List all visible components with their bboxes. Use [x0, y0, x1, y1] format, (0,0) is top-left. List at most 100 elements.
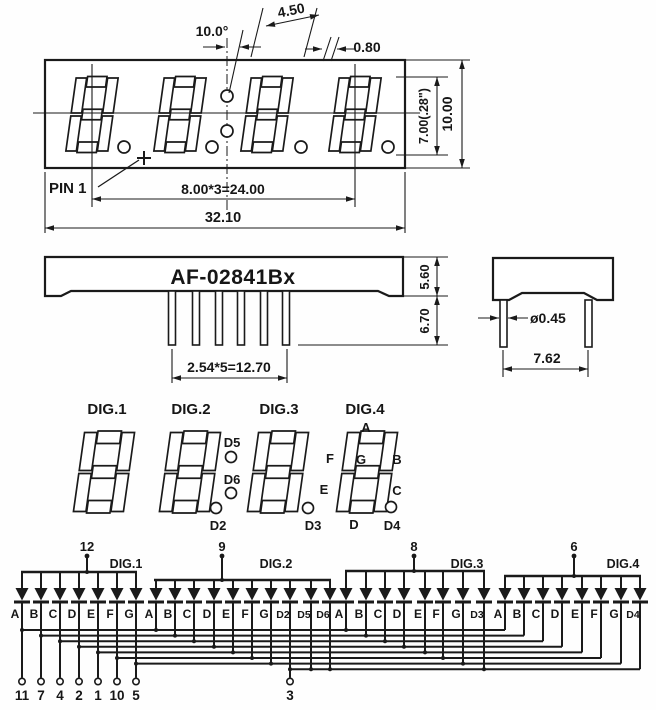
diode-triangle — [207, 588, 221, 601]
colon-dot-d5 — [224, 450, 238, 464]
diode-triangle — [226, 588, 240, 601]
dim-line-package-height-head-b — [459, 159, 465, 168]
segment-c — [271, 115, 289, 152]
angle-arrow-left-head — [216, 44, 225, 50]
schematic-digit-label-3: DIG.3 — [451, 557, 484, 571]
junction-dot — [58, 639, 62, 644]
segwidth-arrow-left-head — [313, 46, 322, 52]
end-view: ø0.457.62 — [478, 256, 615, 377]
junction-dot — [344, 628, 348, 632]
dim-row-spacing: 7.62 — [533, 350, 560, 366]
junction-dot — [115, 656, 119, 660]
segment-d — [250, 141, 274, 154]
dig4-segment-letter: C — [392, 483, 402, 498]
decimal-dot-d2 — [209, 501, 223, 515]
junction-dot — [192, 639, 196, 644]
side-body-outline — [43, 255, 405, 298]
diode-triangle — [614, 588, 628, 601]
junction-dot — [364, 633, 368, 638]
segment-d — [259, 499, 287, 514]
side-lead-2 — [191, 290, 201, 346]
diode-label: D3 — [470, 609, 484, 621]
side-lead-3 — [214, 290, 224, 346]
diode-label: F — [432, 607, 439, 621]
diagram-digit-4 — [335, 430, 399, 514]
junction-dot — [423, 650, 427, 655]
diode-label: C — [374, 607, 383, 621]
junction-dot — [77, 644, 81, 649]
junction-dot — [154, 628, 158, 632]
segment-f — [78, 431, 99, 472]
face-dp-dot-1 — [117, 140, 131, 154]
diode-label: F — [106, 607, 113, 621]
lead-dia-arrow-right-head — [508, 315, 517, 321]
decimal-dot-d4 — [384, 500, 398, 514]
segment-d — [75, 141, 99, 154]
segment-pin-terminal-5 — [113, 677, 122, 686]
dim-line-overall-width-head-l — [45, 225, 54, 231]
segment-a — [95, 430, 123, 445]
junction-dot — [231, 650, 235, 655]
dim-line-lead-pitch-head-l — [172, 375, 181, 381]
segment-pin-terminal-0 — [17, 677, 26, 686]
segment-e — [158, 472, 179, 513]
diode-triangle — [245, 588, 259, 601]
diode-triangle — [517, 588, 531, 601]
diode-label: E — [571, 607, 579, 621]
diode-triangle — [339, 588, 353, 601]
diode-triangle — [436, 588, 450, 601]
diode-label: C — [183, 607, 192, 621]
diode-triangle — [91, 588, 105, 601]
segment-pin-terminal-7 — [285, 677, 294, 686]
dim-digit-height: 7.00(.28") — [417, 88, 431, 144]
diode-triangle — [264, 588, 278, 601]
diode-label: A — [335, 607, 344, 621]
dim-line-digit-width — [265, 14, 320, 27]
common-pin-number-1: 12 — [80, 539, 94, 554]
dim-digit-width-head-r — [309, 14, 319, 20]
diode-label: B — [355, 607, 364, 621]
dim-line-digit-pitch-head-r — [346, 196, 355, 202]
segment-e — [239, 115, 258, 152]
diode-label: E — [414, 607, 422, 621]
diode-triangle — [477, 588, 491, 601]
segment-d — [163, 141, 187, 154]
face-digit-2 — [152, 75, 208, 154]
decimal-dot-d3 — [301, 501, 315, 515]
junction-dot — [482, 667, 486, 672]
segment-b — [201, 431, 222, 472]
face-colon-dot-lower — [220, 124, 234, 138]
diode-triangle — [575, 588, 589, 601]
dim-line-lead-pitch-head-r — [278, 375, 287, 381]
segment-d — [171, 499, 199, 514]
diode-label: D6 — [316, 609, 330, 621]
segment-d — [338, 141, 362, 154]
seg-edge-line — [330, 36, 340, 62]
diode-label: F — [590, 607, 597, 621]
junction-dot — [96, 650, 100, 655]
dim-line-row-spacing-head-r — [579, 366, 588, 372]
end-body-outline — [491, 256, 615, 302]
dim-body-thickness: 5.60 — [417, 264, 432, 289]
end-lead-front — [499, 299, 508, 348]
diode-label: C — [49, 607, 58, 621]
dim-slant-angle: 10.0° — [196, 23, 229, 39]
diode-triangle — [378, 588, 392, 601]
diode-label: D4 — [626, 609, 640, 621]
part-number-label: AF-02841Bx — [170, 266, 295, 289]
schematic-digit-label-1: DIG.1 — [110, 557, 143, 571]
diode-label: D — [393, 607, 402, 621]
segment-pin-terminal-6 — [132, 677, 141, 686]
schematic-digit-label-2: DIG.2 — [260, 557, 293, 571]
dim-package-height: 10.00 — [439, 96, 455, 131]
angle-arrow-right-head — [240, 44, 249, 50]
common-pin-number-3: 8 — [410, 539, 417, 554]
diode-triangle — [359, 588, 373, 601]
junction-dot — [269, 661, 273, 666]
diode-label: G — [609, 607, 618, 621]
common-pin-terminal-4 — [571, 553, 577, 559]
dim-line-body-thickness-head-b — [434, 287, 440, 296]
junction-dot — [220, 578, 224, 582]
